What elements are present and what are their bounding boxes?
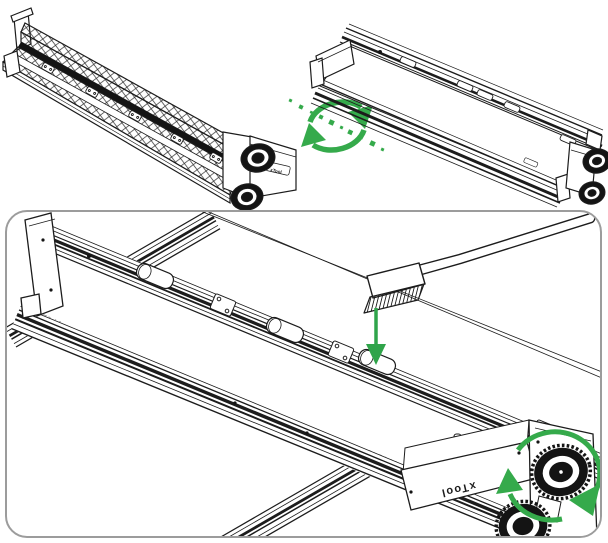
right-end-housing (222, 131, 297, 200)
device-top-view-drawing: xTool (2, 7, 297, 212)
brush-handle (415, 213, 596, 276)
clamp-plate (209, 293, 237, 317)
deck-clips (41, 62, 223, 164)
rail-device-body: xTool (2, 7, 297, 212)
feed-knob[interactable] (526, 439, 596, 505)
tension-knob-lower[interactable] (577, 179, 608, 207)
figure-device-flipped-view (300, 0, 608, 210)
knob-rotation-arrows-icon (496, 429, 600, 523)
left-foot (309, 57, 325, 89)
cleaning-step-drawing: xTool (7, 212, 600, 536)
device-flipped-drawing (309, 23, 608, 208)
brush-bristles (363, 283, 425, 314)
xtool-brand-label: xTool (270, 167, 282, 174)
tension-knob-lower[interactable] (229, 181, 266, 212)
cleaning-step-panel: xTool (5, 210, 602, 538)
left-foot (3, 50, 21, 78)
tension-knob[interactable] (238, 141, 277, 175)
figure-device-top-view: xTool (2, 6, 302, 212)
channel-rollers (87, 254, 568, 452)
clamp-plate (327, 340, 355, 364)
brush-icon (363, 213, 596, 314)
tension-knob[interactable] (581, 146, 608, 176)
brush-head (366, 262, 426, 299)
near-wall (310, 79, 571, 208)
device-left-end-plate (20, 212, 64, 319)
flipped-device-body (309, 23, 608, 208)
down-arrow-icon (366, 308, 386, 365)
